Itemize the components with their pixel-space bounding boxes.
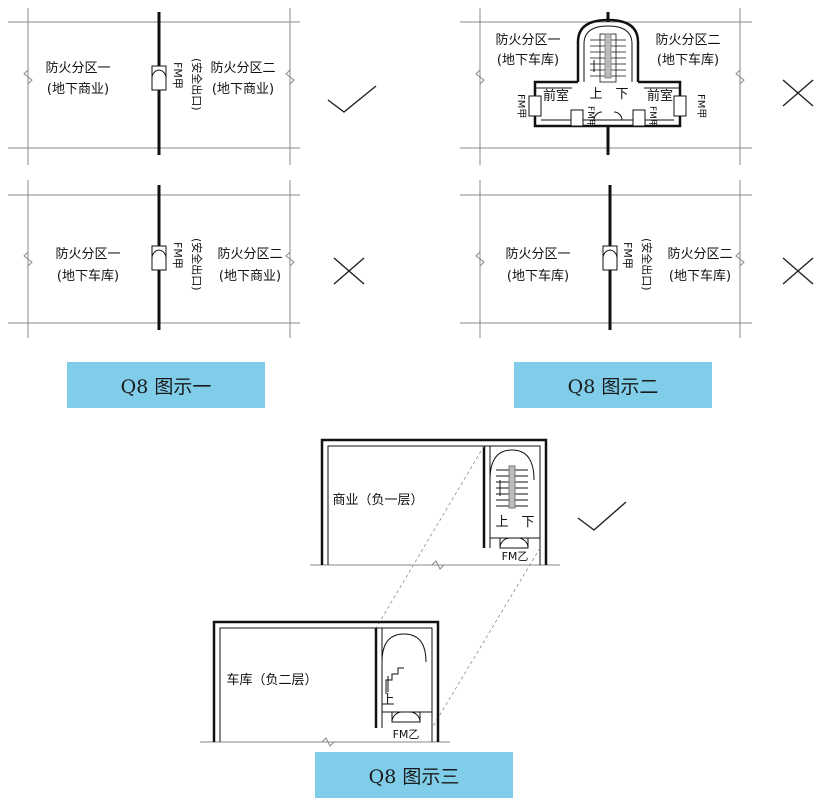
fig3-b1-up-label: 上	[495, 515, 508, 530]
fig2-bottom-cross-icon	[782, 257, 814, 285]
fig3-section-b2: 车库（负二层） 上 FM乙	[200, 620, 450, 747]
fig2-bottom-zone1-sub: (地下车库)	[507, 268, 569, 284]
fig1-caption-box: Q8 图示一	[67, 362, 265, 408]
fig1-bottom-cross-icon	[333, 257, 365, 285]
fig2-top-door-inner-right: FM甲	[647, 106, 658, 128]
fig1-top-zone1-label: 防火分区一	[45, 60, 110, 76]
fig3-projection-lines	[375, 445, 541, 729]
fig2-top-door-inner-left: FM甲	[585, 106, 596, 128]
fig2-bottom-panel: 防火分区一 (地下车库) 防火分区二 (地下车库) FM甲 (安全出口)	[460, 180, 752, 338]
fig3-b1-door-label: FM乙	[502, 550, 529, 563]
fig1-top-check-icon	[327, 85, 377, 113]
fig3-section-b1: 商业（负一层） 上 下 FM乙	[310, 438, 560, 570]
fig1-top-zone2-label: 防火分区二	[210, 60, 275, 76]
fig2-top-down-label: 下	[615, 87, 628, 102]
fig2-caption: Q8 图示二	[567, 375, 659, 398]
fig2-bottom-zone2-label: 防火分区二	[667, 246, 732, 262]
fig2-bottom-door-label: FM甲	[621, 242, 634, 269]
fig2-top-door-right: FM甲	[695, 94, 706, 118]
fig1-top-zone1-sub: (地下商业)	[47, 82, 109, 97]
fig2-top-panel: 防火分区一 (地下车库) 防火分区二 (地下车库) 前室 前室 上 下 FM甲 …	[460, 8, 752, 165]
fig2-top-anteroom-left: 前室	[543, 88, 569, 104]
fig1-bottom-zone2-label: 防火分区二	[217, 246, 282, 262]
fig1-top-zone2-sub: (地下商业)	[212, 82, 274, 97]
fig2-top-cross-icon	[782, 79, 814, 107]
fig3-b2-up-label: 上	[381, 693, 394, 708]
fig1-top-door-label: FM甲	[171, 62, 184, 89]
fig3-caption: Q8 图示三	[368, 765, 460, 788]
fig1-bottom-zone1-label: 防火分区一	[55, 246, 120, 262]
fig3-b1-down-label: 下	[521, 515, 534, 530]
fig2-bottom-exit-label: (安全出口)	[640, 238, 654, 291]
fig1-bottom-zone2-sub: (地下商业)	[219, 269, 281, 284]
fig2-bottom-zone2-sub: (地下车库)	[669, 268, 731, 284]
fig2-top-door-left: FM甲	[515, 94, 526, 118]
fig2-top-zone1-sub: (地下车库)	[497, 52, 559, 68]
fig2-top-zone2-label: 防火分区二	[655, 32, 720, 48]
fig1-bottom-door-label: FM甲	[171, 242, 184, 269]
fig1-top-exit-label: (安全出口)	[190, 58, 204, 111]
fig3-b2-door-label: FM乙	[393, 728, 420, 741]
fig1-bottom-exit-label: (安全出口)	[190, 238, 204, 291]
fig2-top-anteroom-right: 前室	[647, 88, 673, 104]
fig1-caption: Q8 图示一	[120, 375, 212, 398]
fig2-top-zone2-sub: (地下车库)	[657, 52, 719, 68]
fig2-top-up-label: 上	[589, 87, 602, 102]
fig2-top-zone1-label: 防火分区一	[495, 32, 560, 48]
fig1-bottom-panel: 防火分区一 (地下车库) 防火分区二 (地下商业) FM甲 (安全出口)	[8, 180, 300, 338]
fig3-commercial-label: 商业（负一层）	[332, 493, 423, 508]
fig1-bottom-zone1-sub: (地下车库)	[57, 268, 119, 284]
fig3-check-icon	[577, 501, 627, 531]
fig3-garage-label: 车库（负二层）	[226, 672, 317, 688]
fig1-top-panel: 防火分区一 (地下商业) 防火分区二 (地下商业) FM甲 (安全出口)	[8, 8, 300, 165]
fig2-bottom-zone1-label: 防火分区一	[505, 246, 570, 262]
fig3-caption-box: Q8 图示三	[315, 752, 513, 798]
fig2-caption-box: Q8 图示二	[514, 362, 712, 408]
